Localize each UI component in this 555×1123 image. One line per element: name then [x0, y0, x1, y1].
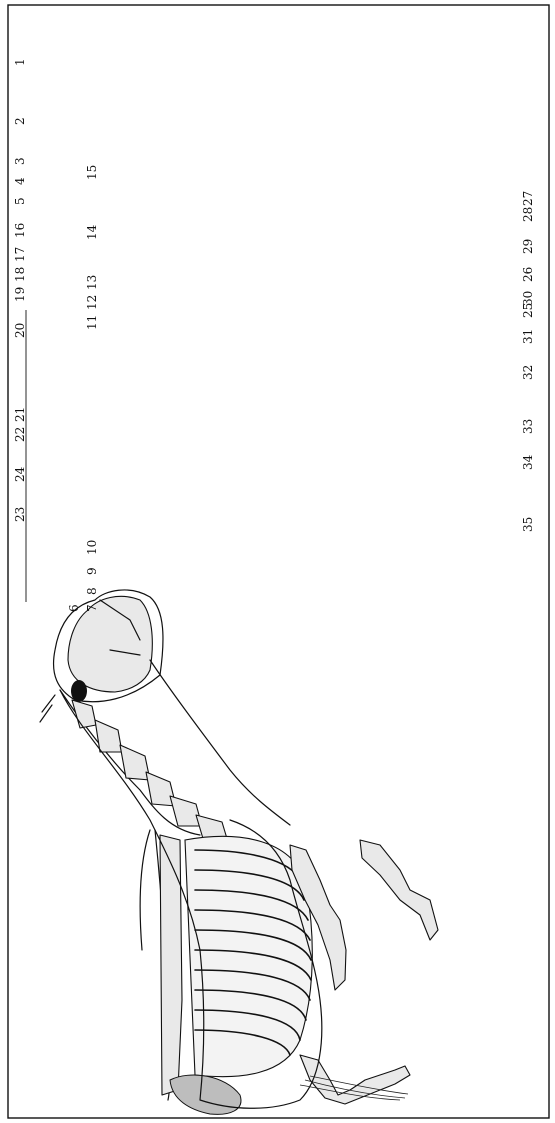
- label-15: 15: [85, 165, 99, 180]
- label-14: 14: [85, 224, 99, 240]
- skull: [40, 590, 163, 722]
- ears: [40, 695, 55, 722]
- spine: [140, 830, 182, 1100]
- label-20: 20: [13, 323, 27, 338]
- label-29: 29: [521, 239, 535, 254]
- label-25: 25: [521, 303, 535, 318]
- label-9: 9: [85, 567, 99, 575]
- label-24: 24: [13, 466, 27, 482]
- label-33: 33: [521, 419, 535, 434]
- label-3: 3: [13, 157, 27, 165]
- label-2: 2: [13, 117, 27, 125]
- eye-orbit: [71, 680, 87, 702]
- label-12: 12: [85, 295, 99, 310]
- label-34: 34: [521, 454, 535, 470]
- label-32: 32: [521, 365, 535, 380]
- label-18: 18: [13, 267, 27, 282]
- labels-right-group: 27 28 29 30 31 32 33 34 35 26 25: [521, 191, 535, 532]
- label-10: 10: [85, 540, 99, 555]
- label-19: 19: [13, 287, 27, 302]
- label-17: 17: [13, 247, 27, 262]
- label-5: 5: [13, 197, 27, 205]
- label-6: 6: [67, 604, 81, 612]
- label-8: 8: [85, 587, 99, 595]
- pelvis: [170, 1075, 241, 1114]
- label-1: 1: [13, 58, 27, 66]
- label-23: 23: [13, 507, 27, 522]
- label-13: 13: [85, 275, 99, 290]
- label-28: 28: [521, 207, 535, 222]
- label-4: 4: [13, 177, 27, 185]
- label-35: 35: [521, 517, 535, 532]
- label-7: 7: [85, 604, 99, 612]
- label-21: 21: [13, 407, 27, 422]
- label-11: 11: [85, 315, 99, 330]
- label-22: 22: [13, 427, 27, 442]
- label-27: 27: [521, 191, 535, 206]
- label-26: 26: [521, 267, 535, 282]
- label-16: 16: [13, 223, 27, 238]
- labels-left-group: 1 2 3 4 5 16 17 18 19 20 21 22 24 23: [13, 58, 27, 522]
- labels-top-group: 6 7 8 9 10 11 12 13 14 15: [67, 165, 99, 612]
- label-31: 31: [521, 329, 535, 344]
